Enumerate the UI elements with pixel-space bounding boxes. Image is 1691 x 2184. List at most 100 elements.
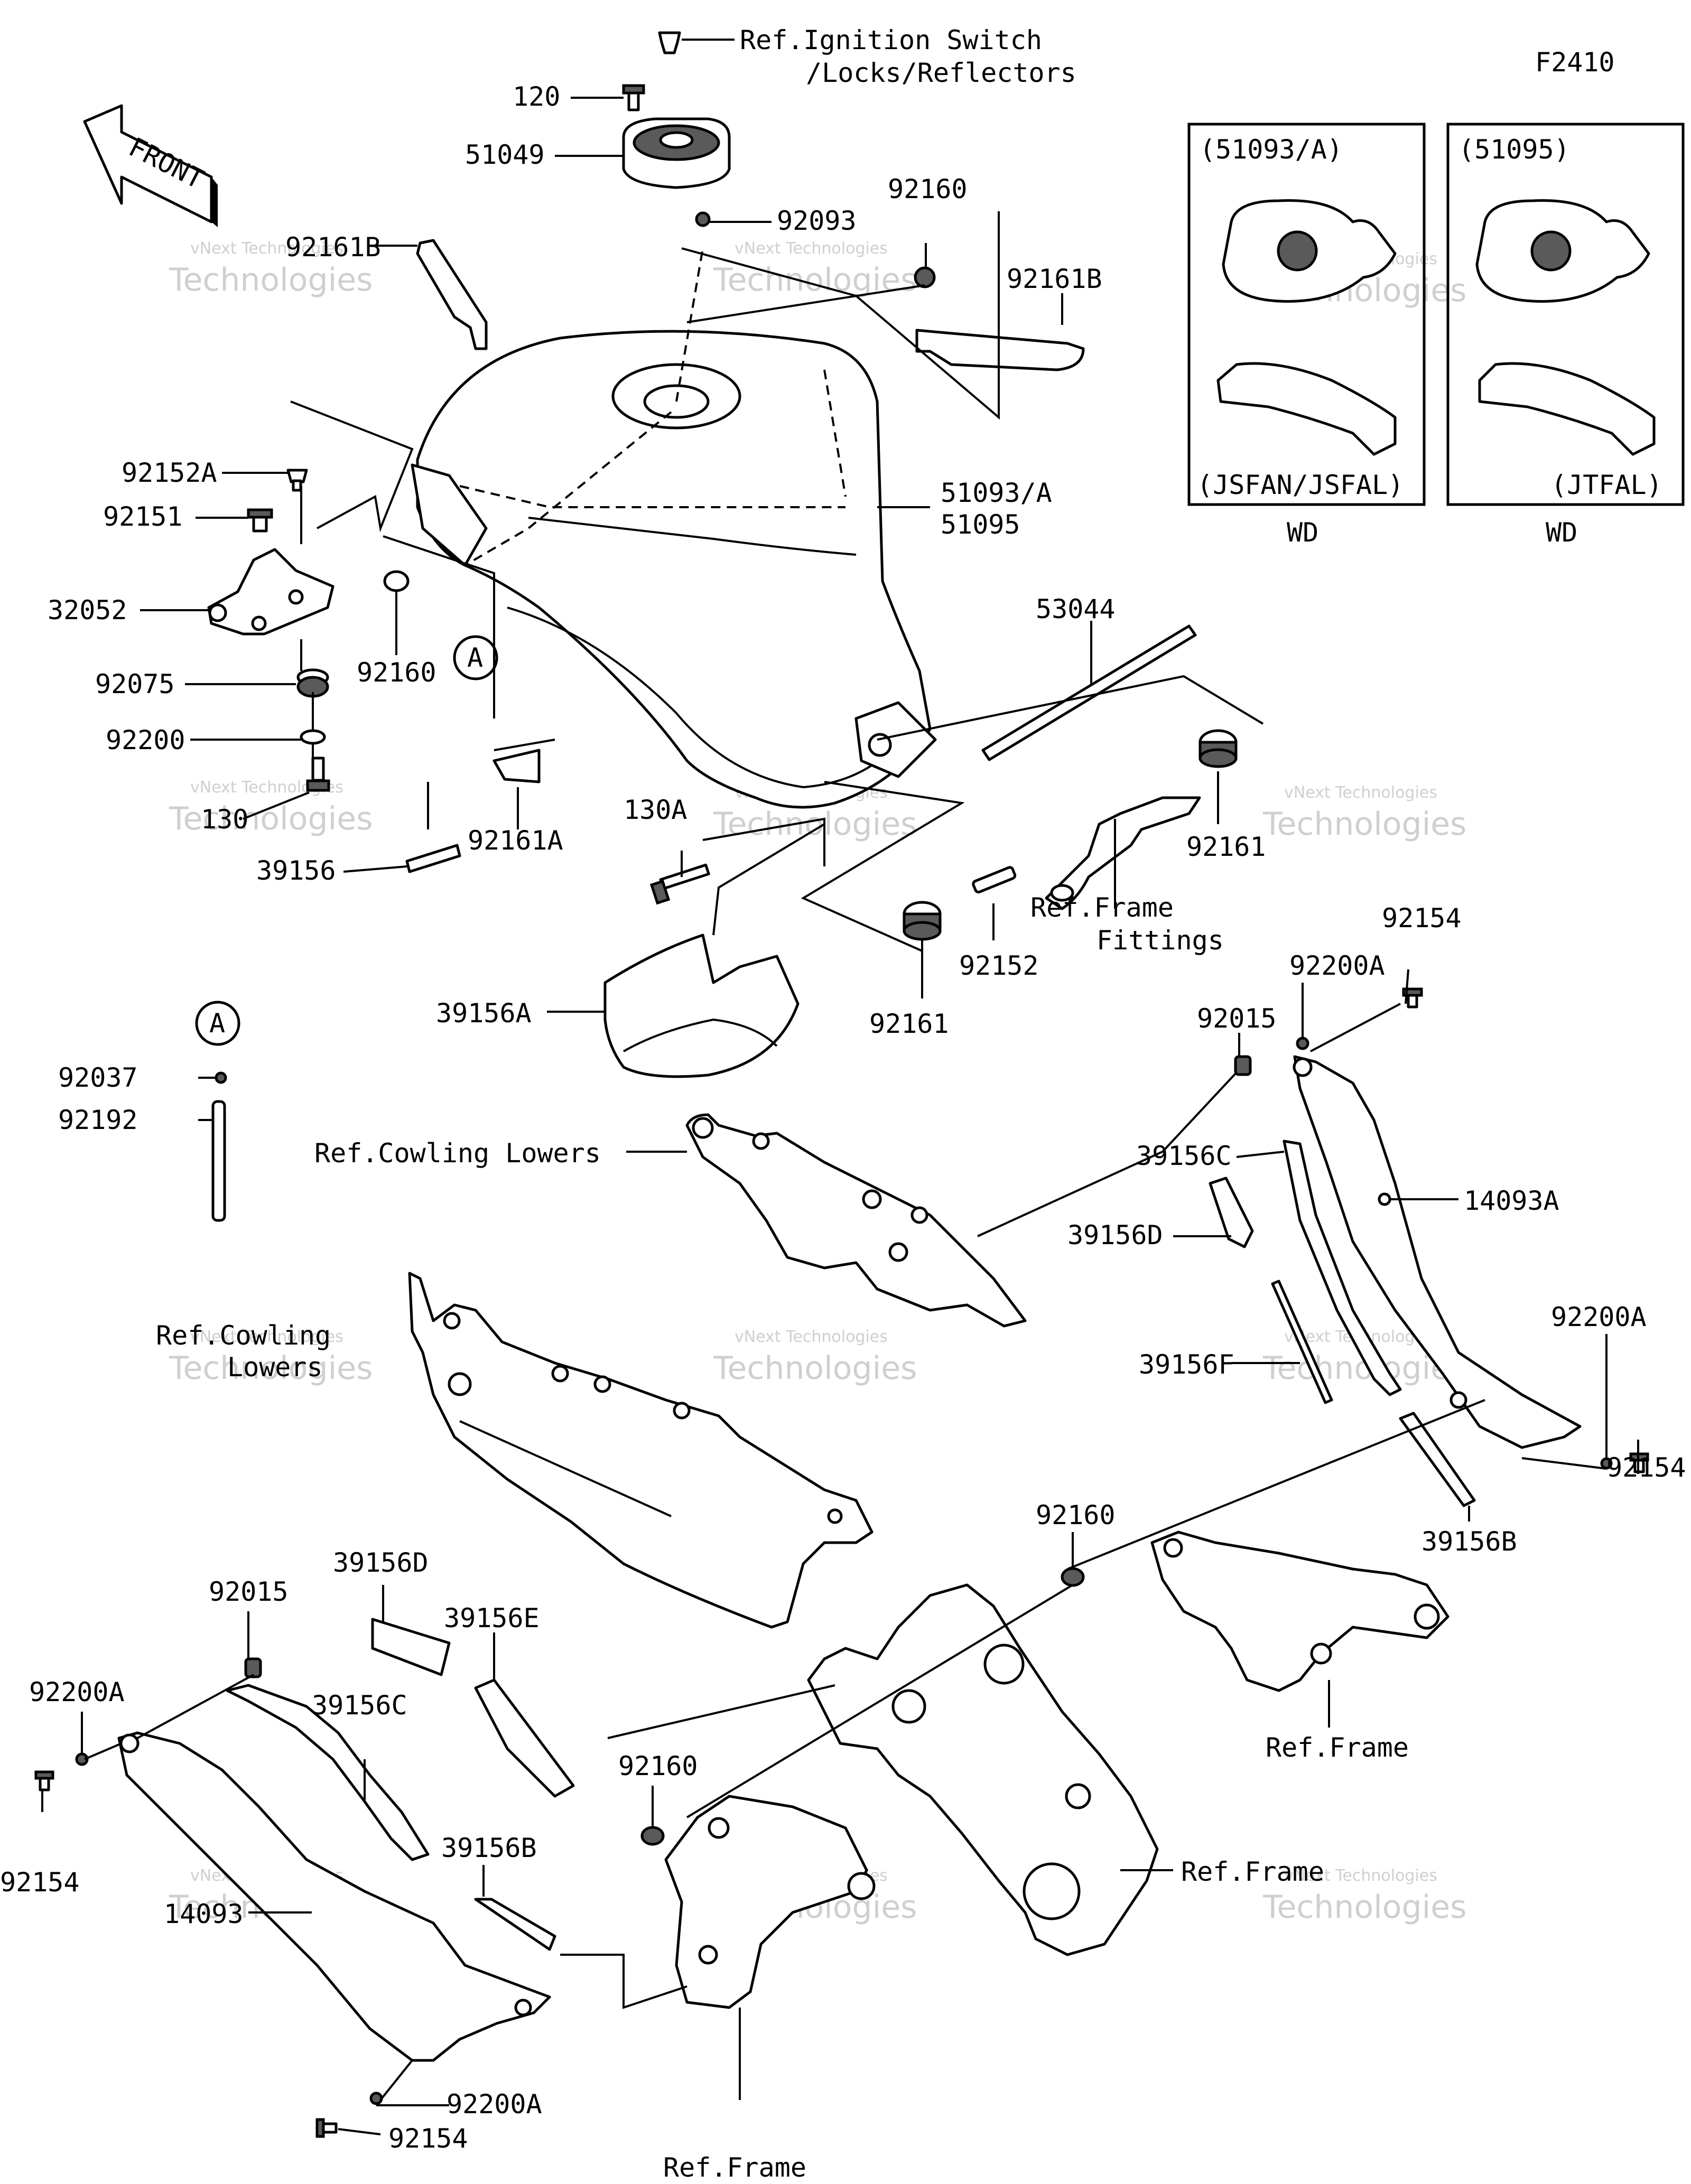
callout-letter: A <box>209 1008 225 1039</box>
ref-cowling-lowers-label-2a: Ref.Cowling <box>156 1320 331 1351</box>
label-92152: 92152 <box>959 950 1039 981</box>
screw-92154-tr <box>1402 987 1423 1009</box>
label-32052: 32052 <box>48 595 127 626</box>
bolt-130 <box>306 757 330 792</box>
label-39156F: 39156F <box>1139 1349 1234 1380</box>
pad-92161A <box>493 749 541 783</box>
label-39156C-right: 39156C <box>1136 1141 1232 1171</box>
label-92200A-right: 92200A <box>1551 1302 1647 1332</box>
label-92154-right: 92154 <box>1606 1452 1686 1483</box>
ref-frame-label-mid: Ref.Frame <box>1181 1856 1324 1887</box>
screw-120 <box>622 84 645 111</box>
pad-39156B-left <box>474 1898 556 1951</box>
label-92161A: 92161A <box>468 825 563 856</box>
watermark: vNext Technologies <box>190 1328 343 1346</box>
watermark: vNext Technologies <box>1284 1866 1437 1885</box>
washer-92200 <box>300 729 326 745</box>
label-51095: 51095 <box>941 509 1020 540</box>
collar-92152 <box>972 866 1017 894</box>
ref-frame-fittings-2: Fittings <box>1097 925 1224 956</box>
ref-frame-fittings-1: Ref.Frame <box>1030 892 1174 923</box>
label-53044: 53044 <box>1036 594 1116 624</box>
label-39156E: 39156E <box>444 1603 540 1634</box>
tube-92192 <box>211 1100 226 1222</box>
leader-lines <box>41 39 1639 2135</box>
inset-51093A: (51093/A) (JSFAN/JSFAL) WD <box>1187 123 1426 548</box>
label-92200A-bottom: 92200A <box>447 2089 542 2120</box>
label-39156B-right: 39156B <box>1421 1526 1517 1557</box>
seal-53044 <box>981 624 1197 761</box>
ref-cowling-lowers-label-2b: Lowers <box>227 1352 323 1383</box>
label-92160-low: 92160 <box>618 1751 698 1781</box>
callout-a: A <box>453 635 498 680</box>
fuel-tank-side-view <box>1216 362 1397 456</box>
fuel-tank-body <box>416 330 932 809</box>
watermark: vNext Technologies <box>735 239 888 258</box>
frame-main <box>807 1583 1159 1956</box>
callout-letter: A <box>467 642 483 673</box>
inset-below-label: WD <box>1546 517 1577 548</box>
ref-ignition-label-1: Ref.Ignition Switch <box>740 25 1042 55</box>
label-92161-right: 92161 <box>1186 832 1266 862</box>
pad-39156B-right <box>1399 1412 1476 1507</box>
label-92152A: 92152A <box>122 458 217 488</box>
label-92154-bottom: 92154 <box>388 2123 468 2154</box>
labels: Ref.Ignition Switch /Locks/Reflectors 12… <box>0 25 1686 2183</box>
watermark: Technologies <box>1262 806 1466 843</box>
label-92161B-right: 92161B <box>1007 264 1102 294</box>
ref-cowling-lowers-label: Ref.Cowling Lowers <box>314 1138 601 1169</box>
inset-footer: (JTFAL) <box>1551 470 1662 500</box>
label-92161-center: 92161 <box>869 1009 949 1039</box>
watermark: Technologies <box>169 262 373 298</box>
watermark: Technologies <box>713 806 917 843</box>
inset-header: (51095) <box>1458 134 1570 165</box>
label-39156A: 39156A <box>436 998 532 1029</box>
washer-92200A-tr <box>1296 1037 1309 1050</box>
label-92015-left: 92015 <box>209 1576 289 1607</box>
ref-frame-label-bottom: Ref.Frame <box>663 2152 806 2183</box>
inset-below-label: WD <box>1287 517 1318 548</box>
label-92192: 92192 <box>58 1105 138 1135</box>
screw-92154-l <box>34 1770 54 1791</box>
frame-fitting <box>1045 796 1201 910</box>
mount-hole <box>868 733 892 757</box>
pad-39156 <box>405 844 461 873</box>
label-92075: 92075 <box>95 669 175 699</box>
clip-92037 <box>215 1071 227 1084</box>
guard-39156A <box>603 934 800 1078</box>
inset-footer: (JSFAN/JSFAL) <box>1197 470 1404 500</box>
ref-ignition-plug <box>658 31 681 54</box>
label-39156D-left: 39156D <box>333 1547 429 1578</box>
fuel-tank <box>411 330 937 809</box>
label-92154-left: 92154 <box>0 1867 80 1898</box>
nut-92160-mid <box>1061 1567 1085 1587</box>
fuel-cap-icon <box>1530 230 1572 272</box>
watermark: Technologies <box>169 1350 373 1387</box>
ref-frame-label-right: Ref.Frame <box>1266 1732 1409 1763</box>
bolt-130A <box>649 863 710 905</box>
bracket-92161B-right <box>915 329 1085 371</box>
label-92151: 92151 <box>103 501 183 532</box>
fuel-cap-icon <box>1277 230 1318 272</box>
watermark: Technologies <box>713 262 917 298</box>
bracket-92161B-left <box>416 239 488 350</box>
tank-front-bracket <box>411 463 488 567</box>
inset-frame <box>1187 123 1426 506</box>
watermark: vNext Technologies <box>190 239 343 258</box>
washer-92200A-b <box>369 2092 383 2105</box>
label-14093A: 14093A <box>1464 1186 1559 1216</box>
nut-92160-top <box>914 266 936 288</box>
inset-header: (51093/A) <box>1200 134 1343 165</box>
side-cover-14093A <box>1293 1055 1582 1449</box>
label-92200A-tr: 92200A <box>1289 950 1385 981</box>
watermark: Technologies <box>169 800 373 837</box>
watermark: vNext Technologies <box>1284 783 1437 802</box>
label-14093: 14093 <box>164 1899 244 1929</box>
pad-39156D-right <box>1209 1177 1254 1248</box>
watermark: Technologies <box>1262 1889 1466 1926</box>
grommet-92161-right <box>1198 729 1238 768</box>
pad-39156F <box>1271 1280 1333 1404</box>
bolt-92151 <box>247 508 273 533</box>
label-92160-top: 92160 <box>888 174 968 204</box>
